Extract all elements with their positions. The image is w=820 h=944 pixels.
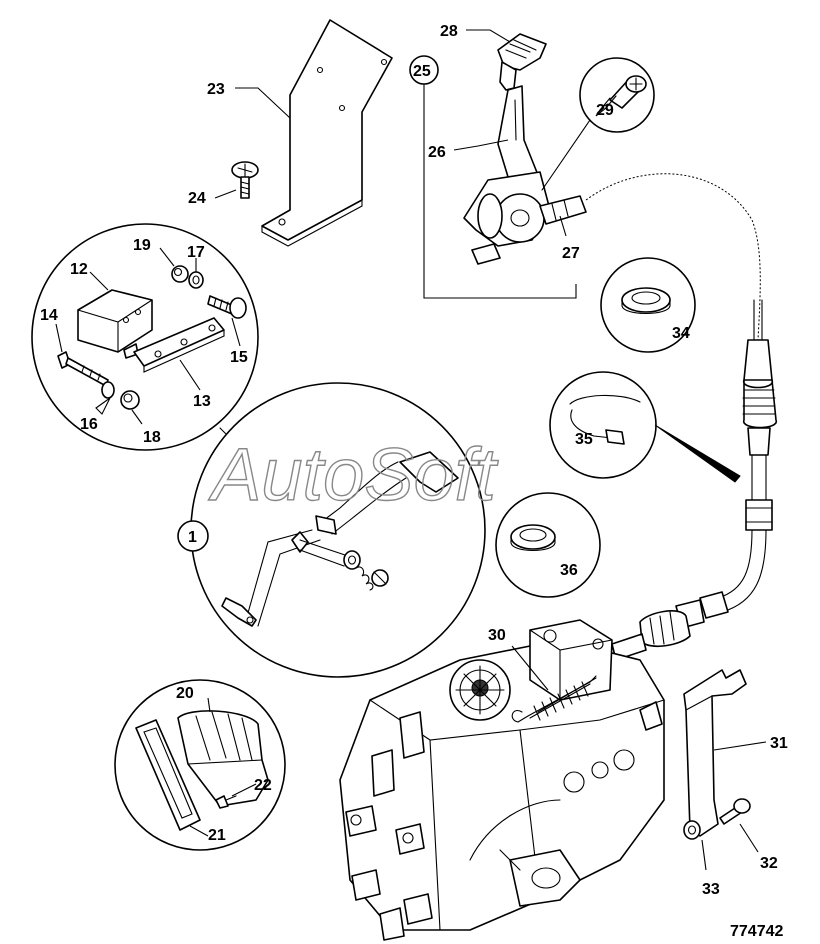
- bracket-23: 23: [207, 19, 393, 247]
- callout-28: 28: [440, 23, 458, 40]
- assembly-bracket-25: 25 26: [409, 55, 577, 299]
- callout-26: 26: [428, 144, 446, 161]
- callout-1: 1: [188, 529, 197, 546]
- callout-29: 29: [596, 102, 614, 119]
- callout-32: 32: [760, 855, 778, 872]
- throttle-lever-26: [463, 85, 587, 265]
- callout-24: 24: [188, 190, 206, 207]
- callout-20: 20: [176, 685, 194, 702]
- callout-13: 13: [193, 393, 211, 410]
- detail-36: 36: [495, 492, 601, 598]
- callout-35: 35: [575, 431, 593, 448]
- cable-27: 27: [559, 173, 777, 667]
- callout-17: 17: [187, 244, 205, 261]
- callout-16: 16: [80, 416, 98, 433]
- callout-18: 18: [143, 429, 161, 446]
- watermark: AutoSoft: [208, 433, 499, 516]
- callout-23: 23: [207, 81, 225, 98]
- callout-15: 15: [230, 349, 248, 366]
- callout-30: 30: [488, 627, 506, 644]
- callout-27: 27: [562, 245, 580, 262]
- detail-20-22: 20 22 21: [114, 679, 286, 851]
- bracket-31: 31 33 32: [683, 669, 788, 898]
- callout-12: 12: [70, 261, 88, 278]
- spring-30: 30: [488, 627, 597, 723]
- knob-28: 28: [440, 23, 547, 91]
- callout-31: 31: [770, 735, 788, 752]
- detail-34: 34: [600, 257, 696, 353]
- callout-22: 22: [254, 777, 272, 794]
- callout-36: 36: [560, 562, 578, 579]
- callout-21: 21: [208, 827, 226, 844]
- callout-19: 19: [133, 237, 151, 254]
- drawing-number: 774742: [730, 923, 783, 940]
- screw-24: 24: [188, 161, 259, 207]
- detail-12-19: 12 13 14 16 18 19 17 1: [31, 223, 313, 521]
- callout-14: 14: [40, 307, 58, 324]
- injection-pump: [339, 619, 665, 941]
- detail-35: 35: [549, 371, 741, 483]
- callout-25: 25: [413, 63, 431, 80]
- callout-34: 34: [672, 325, 690, 342]
- callout-33: 33: [702, 881, 720, 898]
- detail-29: 29: [541, 57, 655, 191]
- detail-1: 1: [177, 382, 486, 678]
